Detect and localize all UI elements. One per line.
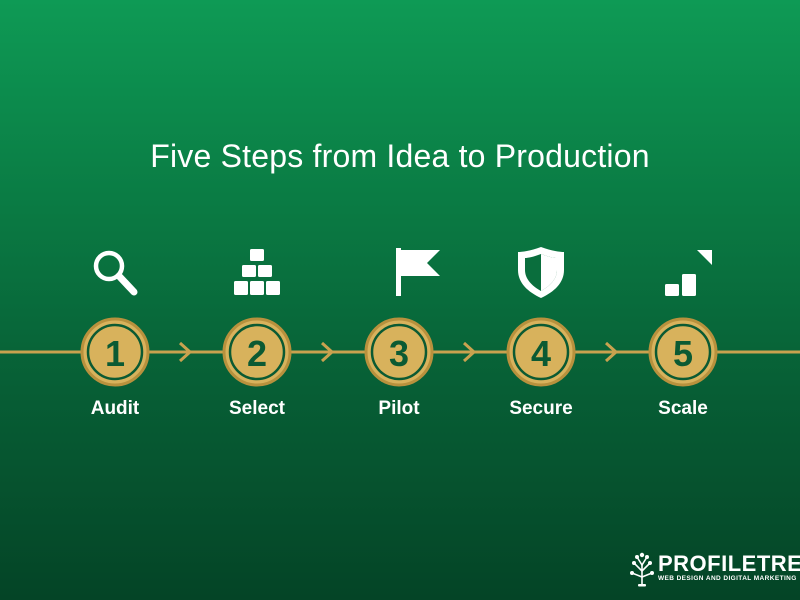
arrow-1-2 — [178, 341, 193, 363]
step-1-label: Audit — [90, 398, 140, 419]
step-5-label: Scale — [658, 398, 708, 419]
step-3-number: 3 — [389, 333, 409, 374]
step-5-circle: 5 — [648, 317, 718, 387]
tree-icon — [630, 552, 654, 587]
step-3-circle: 3 — [364, 317, 434, 387]
logo-tagline: WEB DESIGN AND DIGITAL MARKETING — [658, 575, 797, 582]
logo-name: PROFILETREE — [658, 551, 800, 576]
step-5-number: 5 — [673, 333, 693, 374]
magnifier-icon — [93, 250, 138, 296]
shield-icon — [518, 247, 564, 298]
page-title: Five Steps from Idea to Production — [150, 138, 650, 174]
profiletree-logo: PROFILETREE WEB DESIGN AND DIGITAL MARKE… — [628, 551, 800, 591]
step-2-circle: 2 — [222, 317, 292, 387]
step-1-circle: 1 — [80, 317, 150, 387]
flag-icon — [396, 248, 440, 296]
step-2-number: 2 — [247, 333, 267, 374]
step-1-number: 1 — [105, 333, 125, 374]
growth-bars-icon — [665, 250, 712, 296]
arrow-2-3 — [320, 341, 335, 363]
arrow-3-4 — [462, 341, 477, 363]
step-4-number: 4 — [531, 333, 551, 374]
step-4-circle: 4 — [506, 317, 576, 387]
step-2-label: Select — [229, 398, 285, 419]
step-3-label: Pilot — [378, 398, 420, 419]
stacked-blocks-icon — [234, 249, 280, 295]
step-4-label: Secure — [509, 398, 573, 419]
arrow-4-5 — [604, 341, 619, 363]
